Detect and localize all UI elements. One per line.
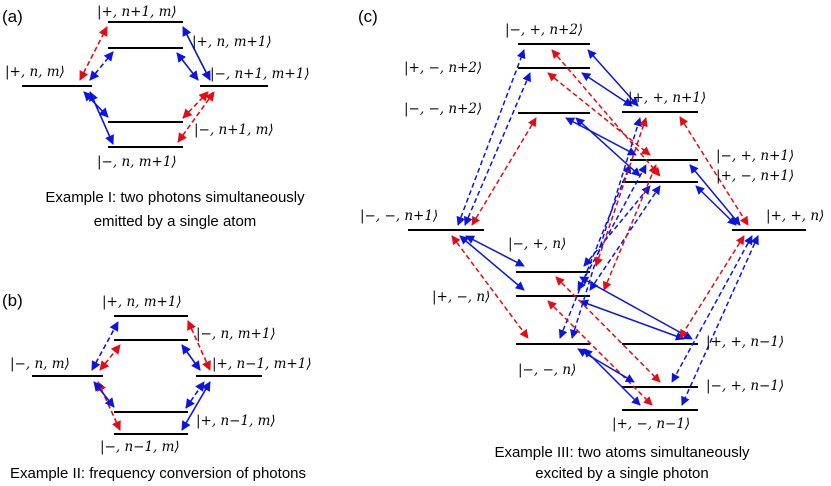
level-label: |−, n+1, m+1⟩: [210, 66, 310, 82]
level-label: |+, n+1, m⟩: [97, 4, 177, 20]
transition-arrow: [97, 381, 121, 431]
transition-arrow: [83, 91, 109, 118]
panel-c-caption-line2: excited by a single photon: [535, 465, 708, 482]
panel-c-caption-line1: Example III: two atoms simultaneously: [494, 444, 750, 461]
transition-arrow: [185, 381, 205, 409]
panel-c-tag: (c): [358, 7, 378, 26]
panel-b-transitions: [91, 320, 211, 431]
level-label: |+, −, n⟩: [432, 289, 490, 305]
transition-arrow: [181, 381, 211, 431]
level-label: |+, n, m+1⟩: [192, 34, 272, 50]
transition-arrow: [547, 300, 653, 406]
transition-arrow: [182, 91, 209, 119]
level-label: |+, n, m⟩: [5, 64, 65, 80]
level-label: |+, +, n−1⟩: [706, 334, 784, 350]
level-label: |−, +, n+1⟩: [716, 148, 794, 164]
level-label: |+, n−1, m⟩: [196, 413, 276, 429]
level-label: |−, n, m+1⟩: [97, 154, 177, 170]
panel-a-tag: (a): [2, 7, 23, 26]
panel-c-labels: |−, +, n+2⟩ |+, −, n+2⟩ |−, −, n+2⟩ |+, …: [360, 22, 824, 432]
level-label: |−, +, n⟩: [508, 236, 566, 252]
level-label: |−, n+1, m⟩: [194, 122, 274, 138]
level-label: |−, n, m+1⟩: [196, 326, 276, 342]
level-label: |−, −, n+1⟩: [360, 208, 438, 224]
level-label: |+, −, n−1⟩: [612, 416, 690, 432]
level-label: |+, n−1, m+1⟩: [212, 356, 312, 372]
panel-b-labels: |+, n, m+1⟩ |−, n, m+1⟩ |−, n, m⟩ |+, n−…: [10, 294, 312, 455]
transition-arrow: [602, 164, 658, 291]
level-label: |+, −, n+1⟩: [716, 168, 794, 184]
transition-arrow: [695, 185, 737, 226]
transition-arrow: [581, 72, 633, 107]
level-label: |−, −, n+2⟩: [404, 101, 482, 117]
level-label: |+, +, n⟩: [766, 208, 824, 224]
transition-arrow: [89, 91, 114, 145]
panel-c: (c): [358, 7, 824, 482]
panel-b-tag: (b): [2, 291, 23, 310]
level-label: |−, +, n+2⟩: [505, 22, 583, 38]
panel-a-transitions: [79, 26, 215, 145]
transition-arrow: [99, 344, 121, 371]
panel-b-levels: [32, 315, 262, 435]
transition-arrow: [79, 26, 108, 81]
level-label: |+, n, m+1⟩: [102, 294, 182, 310]
transition-arrow: [579, 276, 693, 340]
transition-arrow: [579, 299, 685, 341]
panel-a-caption-line1: Example I: two photons simultaneously: [45, 189, 305, 206]
transition-arrow: [456, 49, 526, 226]
panel-b: (b) |+, n, m+1⟩ |−, n, m+1⟩ |−, n, m⟩ |+…: [2, 291, 312, 482]
transition-arrow: [681, 235, 759, 406]
panel-a-labels: |+, n+1, m⟩ |+, n, m+1⟩ |+, n, m⟩ |−, n+…: [5, 4, 310, 170]
level-label: |+, −, n+2⟩: [404, 60, 482, 76]
level-label: |−, n, m⟩: [10, 356, 70, 372]
panel-a: (a) |+, n+1, m⟩ |+, n, m+1⟩ |+, n, m⟩ |−…: [2, 4, 310, 230]
transition-arrow: [177, 91, 215, 143]
transition-arrow: [93, 381, 115, 408]
panel-a-caption-line2: emitted by a single atom: [94, 213, 257, 230]
transition-arrow: [594, 117, 648, 267]
transition-arrow: [577, 348, 635, 383]
level-label: |−, −, n⟩: [518, 362, 576, 378]
transition-arrow: [547, 72, 651, 156]
transition-arrow: [176, 52, 199, 81]
transition-arrow: [575, 117, 641, 177]
transition-arrow: [471, 117, 537, 226]
level-label: |−, n−1, m⟩: [100, 439, 180, 455]
transition-arrow: [451, 235, 529, 339]
panel-b-caption: Example II: frequency conversion of phot…: [10, 465, 306, 482]
panel-c-transitions: [451, 49, 759, 406]
transition-arrow: [555, 276, 661, 383]
panel-a-levels: [22, 21, 268, 148]
level-label: |+, +, n+1⟩: [628, 90, 706, 106]
transition-arrow: [89, 51, 114, 81]
transition-arrow: [464, 72, 531, 226]
transition-arrow: [671, 235, 753, 383]
transition-arrow: [181, 344, 201, 371]
level-label: |−, +, n−1⟩: [706, 378, 784, 394]
